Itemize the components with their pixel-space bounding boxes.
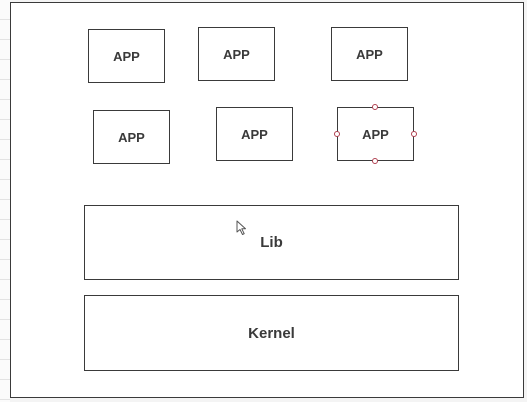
app-box-label: APP [223,46,250,62]
selection-handle[interactable] [372,158,378,164]
app-box-label: APP [118,129,145,145]
app-box[interactable]: APP [93,110,170,164]
app-box-label: APP [356,46,383,62]
kernel-layer-label: Kernel [248,324,295,342]
sheet-grid-strip [0,0,10,402]
app-box-label: APP [113,48,140,64]
selection-handle[interactable] [334,131,340,137]
app-box[interactable]: APP [88,29,165,83]
app-box-label: APP [362,126,389,142]
app-box[interactable]: APP [216,107,293,161]
lib-layer-label: Lib [260,234,283,251]
lib-layer-box[interactable]: Lib [84,205,459,280]
app-box[interactable]: APP [331,27,408,81]
selection-handle[interactable] [372,104,378,110]
selection-handle[interactable] [411,131,417,137]
mouse-pointer-icon [236,220,246,235]
kernel-layer-box[interactable]: Kernel [84,295,459,371]
app-box-label: APP [241,126,268,142]
app-box[interactable]: APP [198,27,275,81]
app-box-selected[interactable]: APP [337,107,414,161]
